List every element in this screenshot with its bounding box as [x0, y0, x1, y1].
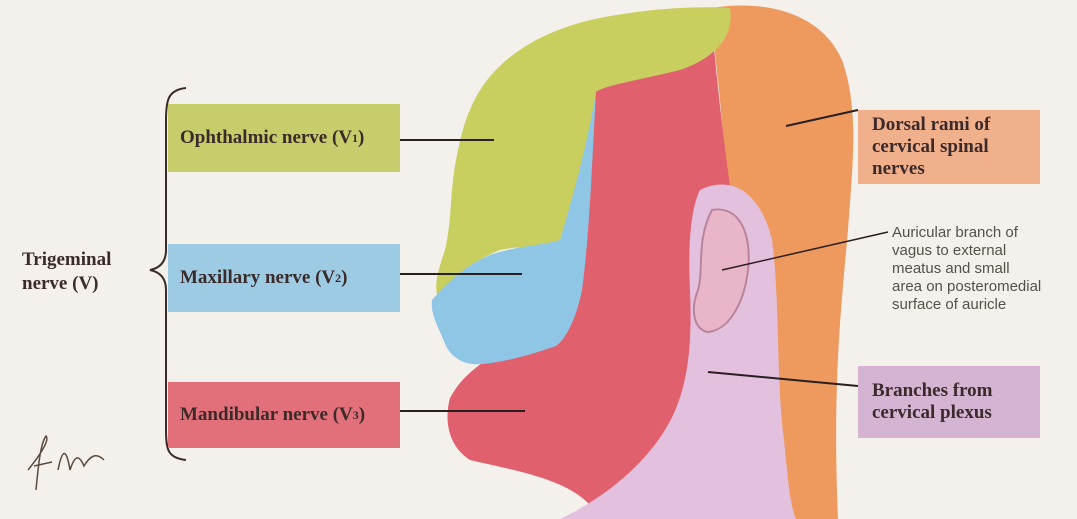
maxillary-label: Maxillary nerve (V2)	[168, 244, 400, 312]
auricular-line-1: Auricular branch of	[892, 224, 1041, 242]
ophthalmic-label-text: Ophthalmic nerve (V	[180, 127, 352, 149]
mandibular-label-text: Mandibular nerve (V	[180, 404, 353, 426]
dorsal-rami-label: Dorsal rami of cervical spinal nerves	[858, 110, 1040, 184]
auricular-line-3: meatus and small	[892, 260, 1041, 278]
cervical-plexus-line-1: Branches from	[872, 380, 993, 402]
dorsal-rami-line-3: nerves	[872, 158, 925, 180]
dorsal-rami-line-2: cervical spinal	[872, 136, 989, 158]
cervical-plexus-label: Branches from cervical plexus	[858, 366, 1040, 438]
ophthalmic-label: Ophthalmic nerve (V1)	[168, 104, 400, 172]
trigeminal-label: Trigeminal nerve (V)	[22, 248, 111, 296]
trigeminal-line-2: nerve (V)	[22, 272, 111, 296]
trigeminal-line-1: Trigeminal	[22, 248, 111, 272]
auricular-line-4: area on posteromedial	[892, 278, 1041, 296]
maxillary-label-text: Maxillary nerve (V	[180, 267, 335, 289]
mandibular-label-close: )	[359, 404, 365, 426]
mandibular-label: Mandibular nerve (V3)	[168, 382, 400, 448]
ophthalmic-label-close: )	[358, 127, 364, 149]
auricular-line-5: surface of auricle	[892, 296, 1041, 314]
cervical-plexus-line-2: cervical plexus	[872, 402, 992, 424]
auricular-branch-label: Auricular branch of vagus to external me…	[892, 224, 1041, 314]
maxillary-label-close: )	[341, 267, 347, 289]
dorsal-rami-line-1: Dorsal rami of	[872, 114, 990, 136]
auricular-line-2: vagus to external	[892, 242, 1041, 260]
artist-signature	[28, 436, 104, 490]
